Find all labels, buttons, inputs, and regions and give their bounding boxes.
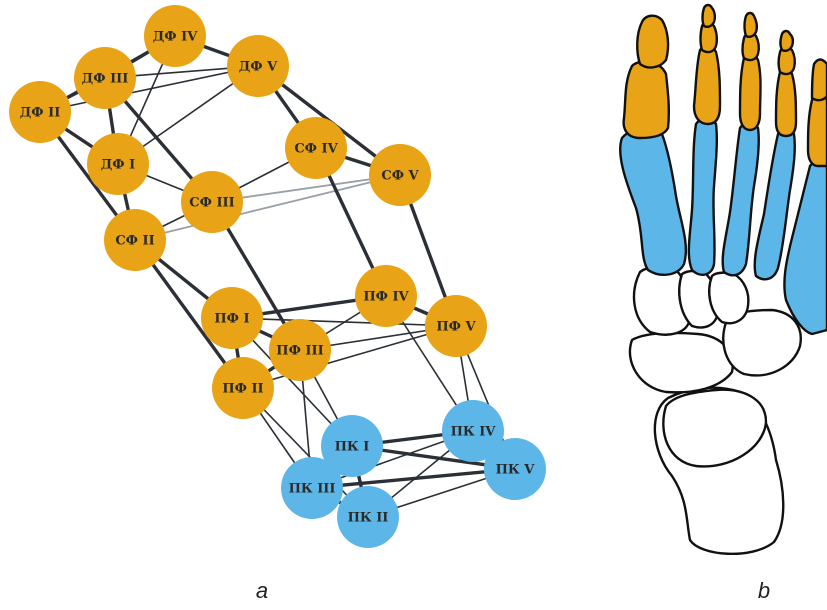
graph-node-sf5[interactable]: СФ V: [369, 144, 431, 206]
graph-node-circle: [104, 209, 166, 271]
phalanx-4-distal-bone[interactable]: [779, 29, 795, 52]
graph-node-circle: [74, 47, 136, 109]
graph-edge-sf2-sf5: [134, 174, 401, 241]
graph-node-label: СФ II: [115, 234, 154, 249]
phalanx-1-proximal-bone[interactable]: [622, 60, 671, 140]
phalanx-5-distal-bone[interactable]: [810, 58, 827, 102]
metatarsal-2-bone[interactable]: [687, 117, 719, 276]
graph-node-label: ПК I: [335, 440, 370, 455]
graph-edge-df2-df5: [39, 65, 259, 113]
graph-node-circle: [269, 319, 331, 381]
graph-node-pk3[interactable]: ПК III: [281, 457, 343, 519]
graph-node-df5[interactable]: ДФ V: [227, 35, 289, 97]
phalanx-3-proximal-bone[interactable]: [738, 52, 762, 132]
panel-label-a: a: [256, 578, 268, 603]
graph-node-circle: [337, 486, 399, 548]
graph-node-circle: [285, 117, 347, 179]
graph-node-label: СФ V: [381, 169, 419, 184]
graph-node-pf5[interactable]: ПФ V: [425, 295, 487, 357]
graph-node-pf3[interactable]: ПФ III: [269, 319, 331, 381]
graph-edge-pk3-pk5: [310, 467, 517, 490]
graph-node-label: ДФ IV: [153, 30, 198, 45]
graph-node-label: ПК IV: [451, 425, 497, 440]
panel-label-b: b: [758, 578, 770, 603]
graph-node-circle: [484, 438, 546, 500]
graph-node-circle: [425, 295, 487, 357]
graph-node-pk2[interactable]: ПК II: [337, 486, 399, 548]
foot-skeleton-illustration: [618, 3, 827, 555]
graph-node-label: ПФ I: [214, 312, 249, 327]
graph-node-pk1[interactable]: ПК I: [321, 415, 383, 477]
graph-node-circle: [442, 400, 504, 462]
graph-node-circle: [212, 357, 274, 419]
bone-network-graph: ДФ IV ДФ V ДФ III ДФ II ДФ I СФ IV СФ V СФ III С…: [9, 5, 546, 548]
metatarsal-4-bone[interactable]: [753, 127, 796, 281]
graph-node-pf2[interactable]: ПФ II: [212, 357, 274, 419]
phalanx-4-proximal-bone[interactable]: [774, 66, 798, 138]
graph-node-label: ПФ II: [222, 382, 263, 397]
graph-node-label: ПК II: [348, 511, 389, 526]
graph-node-df4[interactable]: ДФ IV: [144, 5, 206, 67]
phalanx-2-proximal-bone[interactable]: [692, 44, 722, 126]
graph-node-circle: [181, 171, 243, 233]
metatarsal-3-bone[interactable]: [721, 121, 760, 277]
graph-node-circle: [201, 287, 263, 349]
graph-nodes: ДФ IV ДФ V ДФ III ДФ II ДФ I СФ IV СФ V СФ III С…: [9, 5, 546, 548]
graph-node-label: ПФ III: [276, 344, 323, 359]
graph-node-circle: [369, 144, 431, 206]
graph-node-sf2[interactable]: СФ II: [104, 209, 166, 271]
talus-bone: [662, 388, 768, 468]
graph-node-pf4[interactable]: ПФ IV: [355, 265, 417, 327]
graph-node-label: ДФ III: [82, 72, 129, 87]
graph-node-circle: [281, 457, 343, 519]
phalanx-5-proximal-bone[interactable]: [806, 92, 827, 168]
phalanx-1-distal-bone[interactable]: [636, 14, 670, 69]
metatarsal-1-bone[interactable]: [618, 127, 688, 276]
graph-node-label: ПФ IV: [363, 290, 409, 305]
graph-node-circle: [9, 81, 71, 143]
graph-node-label: ПК V: [496, 463, 536, 478]
cuboid-bone: [722, 308, 802, 377]
graph-edge-sf3-sf5: [211, 174, 401, 203]
graph-node-pf1[interactable]: ПФ I: [201, 287, 263, 349]
graph-node-label: ДФ V: [239, 60, 278, 75]
graph-node-df3[interactable]: ДФ III: [74, 47, 136, 109]
graph-node-df2[interactable]: ДФ II: [9, 81, 71, 143]
graph-node-label: СФ III: [189, 196, 234, 211]
graph-node-pk5[interactable]: ПК V: [484, 438, 546, 500]
graph-node-label: ДФ II: [20, 106, 61, 121]
graph-node-label: ДФ I: [101, 158, 136, 173]
graph-node-circle: [321, 415, 383, 477]
graph-node-circle: [227, 35, 289, 97]
lateral-cuneiform-bone: [708, 271, 750, 325]
graph-node-circle: [355, 265, 417, 327]
phalanx-2-distal-bone[interactable]: [701, 3, 717, 28]
graph-node-circle: [87, 133, 149, 195]
graph-node-label: СФ IV: [294, 142, 338, 157]
graph-edge-pf2-pf5: [242, 325, 457, 389]
graph-node-pk4[interactable]: ПК IV: [442, 400, 504, 462]
graph-node-label: ПК III: [289, 482, 336, 497]
graph-node-circle: [144, 5, 206, 67]
graph-node-sf3[interactable]: СФ III: [181, 171, 243, 233]
graph-node-df1[interactable]: ДФ I: [87, 133, 149, 195]
graph-node-sf4[interactable]: СФ IV: [285, 117, 347, 179]
graph-node-label: ПФ V: [436, 320, 476, 335]
phalanx-3-distal-bone[interactable]: [743, 11, 759, 38]
navicular-bone: [628, 331, 734, 394]
